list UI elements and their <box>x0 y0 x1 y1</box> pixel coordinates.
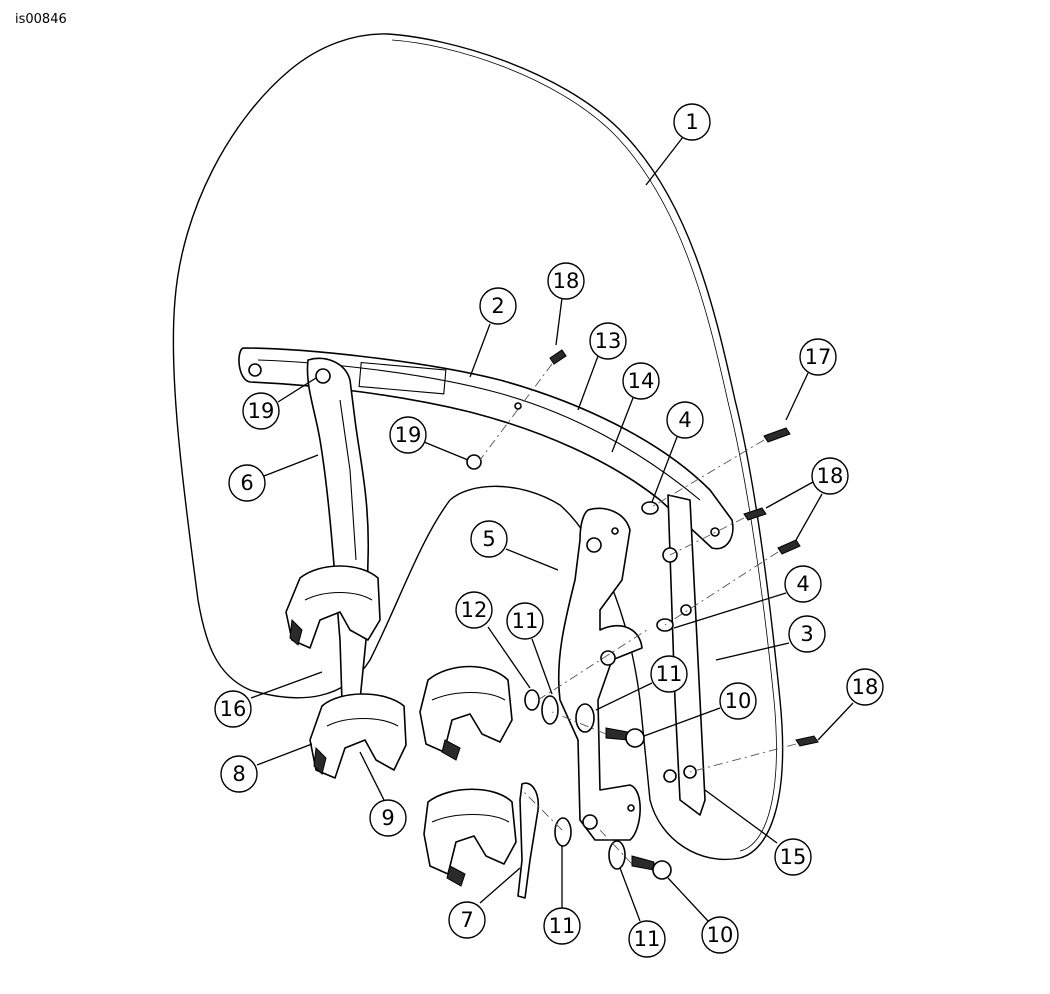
callout-4-lower: 4 <box>784 565 822 603</box>
small-bracket <box>517 782 540 899</box>
callout-label: 18 <box>553 269 580 293</box>
callout-label: 6 <box>240 471 253 495</box>
callout-label: 18 <box>852 675 879 699</box>
inner-plate <box>557 507 643 841</box>
clamp-loose-lower <box>423 788 517 887</box>
callout-label: 3 <box>800 622 813 646</box>
callout-10-upper: 10 <box>719 682 757 720</box>
hardware <box>466 349 819 880</box>
callout-label: 19 <box>248 399 275 423</box>
callout-5: 5 <box>470 520 508 558</box>
callout-14: 14 <box>622 362 660 400</box>
callout-13: 13 <box>589 322 627 360</box>
callout-label: 7 <box>460 908 473 932</box>
callout-label: 16 <box>220 697 247 721</box>
clamp-lower-left <box>309 693 407 779</box>
callout-label: 2 <box>491 294 504 318</box>
callout-4-upper: 4 <box>666 401 704 439</box>
clamp-upper-left <box>285 565 381 649</box>
callout-18-lower: 18 <box>846 668 884 706</box>
callout-label: 11 <box>634 927 661 951</box>
callout-1: 1 <box>673 103 711 141</box>
callout-label: 10 <box>725 689 752 713</box>
callout-10-lower: 10 <box>701 916 739 954</box>
callout-16: 16 <box>214 690 252 728</box>
callout-18-top: 18 <box>547 262 585 300</box>
callout-label: 17 <box>805 345 832 369</box>
callout-label: 10 <box>707 923 734 947</box>
callout-label: 4 <box>796 572 809 596</box>
callout-label: 11 <box>656 662 683 686</box>
callout-11-c: 11 <box>543 907 581 945</box>
callout-15: 15 <box>774 838 812 876</box>
callout-label: 14 <box>628 369 655 393</box>
callout-7: 7 <box>448 901 486 939</box>
callout-3: 3 <box>788 615 826 653</box>
callout-19-left: 19 <box>242 392 280 430</box>
left-bracket-arm <box>306 357 370 703</box>
callout-leaders <box>250 136 854 922</box>
callout-label: 19 <box>395 423 422 447</box>
callout-2: 2 <box>479 287 517 325</box>
callout-12: 12 <box>455 591 493 629</box>
callout-label: 1 <box>685 110 698 134</box>
callout-11-a: 11 <box>506 602 544 640</box>
callout-11-d: 11 <box>628 920 666 958</box>
callout-label: 11 <box>549 914 576 938</box>
figure-id: is00846 <box>15 12 67 27</box>
callout-11-b: 11 <box>650 655 688 693</box>
side-plate <box>663 494 706 816</box>
callout-18-right: 18 <box>811 457 849 495</box>
callout-label: 11 <box>512 609 539 633</box>
callout-8: 8 <box>220 755 258 793</box>
callout-label: 4 <box>678 408 691 432</box>
callout-label: 5 <box>482 527 495 551</box>
clamp-loose-upper <box>419 665 513 761</box>
callout-label: 18 <box>817 464 844 488</box>
assembly-lines <box>479 363 797 865</box>
callout-6: 6 <box>228 464 266 502</box>
callout-label: 12 <box>461 598 488 622</box>
callout-label: 8 <box>232 762 245 786</box>
callout-label: 15 <box>780 845 807 869</box>
callout-9: 9 <box>369 799 407 837</box>
callout-19-center: 19 <box>389 416 427 454</box>
callout-label: 13 <box>595 329 622 353</box>
callout-17: 17 <box>799 338 837 376</box>
callout-label: 9 <box>381 806 394 830</box>
